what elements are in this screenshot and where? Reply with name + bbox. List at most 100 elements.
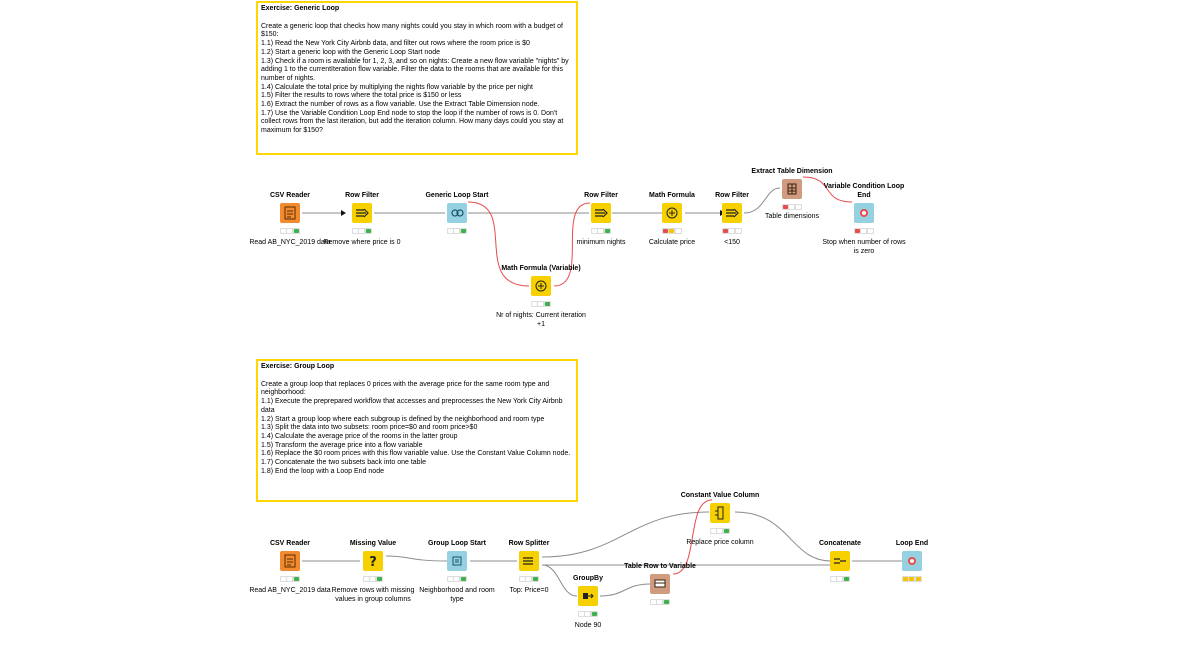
node-status-traffic-light bbox=[854, 228, 874, 234]
status-light bbox=[868, 229, 874, 233]
node-label[interactable]: Replace price column bbox=[686, 539, 754, 546]
status-light bbox=[454, 577, 460, 581]
node-label[interactable]: Top: Price=0 bbox=[509, 587, 549, 594]
loop-end-icon[interactable] bbox=[902, 551, 922, 571]
status-light bbox=[592, 612, 598, 616]
node-status-traffic-light bbox=[531, 301, 551, 307]
file-table-icon[interactable] bbox=[280, 203, 300, 223]
node-title: Table Row to Variable bbox=[624, 562, 696, 570]
node-status-traffic-light bbox=[830, 576, 850, 582]
status-light bbox=[280, 229, 286, 233]
node-status-traffic-light bbox=[578, 611, 598, 617]
annotation-line: 1.4) Calculate the total price by multip… bbox=[261, 83, 533, 91]
table-row-icon[interactable] bbox=[650, 574, 670, 594]
status-light bbox=[533, 577, 539, 581]
filter-icon[interactable] bbox=[722, 203, 742, 223]
status-light bbox=[598, 229, 604, 233]
connection-wire bbox=[599, 583, 651, 597]
table-dimension-icon[interactable] bbox=[782, 179, 802, 199]
status-light bbox=[909, 577, 915, 581]
filter-icon[interactable] bbox=[352, 203, 372, 223]
node-label[interactable]: Read AB_NYC_2019 data bbox=[249, 587, 331, 594]
workflow-canvas[interactable]: Exercise: Generic Loop Create a generic … bbox=[0, 0, 1200, 630]
node-label[interactable]: Remove rows with missing values in group… bbox=[331, 587, 415, 603]
node-title: Extract Table Dimension bbox=[751, 167, 833, 175]
status-light bbox=[796, 205, 802, 209]
annotation-line: 1.6) Extract the number of rows as a flo… bbox=[261, 101, 540, 109]
node-label[interactable]: Read AB_NYC_2019 data bbox=[249, 239, 331, 246]
group-loop-icon[interactable] bbox=[447, 551, 467, 571]
formula-icon[interactable] bbox=[531, 276, 551, 296]
node-loop-end[interactable]: Loop End bbox=[867, 496, 957, 616]
node-title: Group Loop Start bbox=[428, 539, 486, 547]
concatenate-icon[interactable] bbox=[830, 551, 850, 571]
annotation-line: 1.6) Replace the $0 room prices with thi… bbox=[261, 450, 571, 458]
annotation-group-loop[interactable]: Exercise: Group Loop Create a group loop… bbox=[256, 359, 578, 502]
node-status-traffic-light bbox=[710, 528, 730, 534]
status-light bbox=[844, 577, 850, 581]
question-icon[interactable]: ? bbox=[363, 551, 383, 571]
formula-icon[interactable] bbox=[662, 203, 682, 223]
status-light bbox=[454, 229, 460, 233]
node-generic-loop-start[interactable]: Generic Loop Start bbox=[412, 148, 502, 268]
node-title: Loop End bbox=[895, 539, 929, 547]
status-light bbox=[902, 577, 908, 581]
status-light bbox=[363, 577, 369, 581]
connection-wire bbox=[541, 564, 578, 597]
node-label[interactable]: Stop when number of rows is zero bbox=[822, 239, 906, 255]
constant-column-icon[interactable] bbox=[710, 503, 730, 523]
node-status-traffic-light bbox=[722, 228, 742, 234]
status-light bbox=[717, 529, 723, 533]
node-status-traffic-light bbox=[280, 228, 300, 234]
node-math-formula-variable[interactable]: Math Formula (Variable)Nr of nights: Cur… bbox=[496, 221, 586, 341]
groupby-icon[interactable] bbox=[578, 586, 598, 606]
node-label[interactable]: Node 90 bbox=[574, 622, 602, 629]
node-title: Constant Value Column bbox=[680, 491, 760, 499]
connection-wire bbox=[385, 555, 448, 562]
loop-end-icon[interactable] bbox=[854, 203, 874, 223]
annotation-line: Create a group loop that replaces 0 pric… bbox=[261, 380, 550, 397]
status-light bbox=[545, 302, 551, 306]
loop-icon[interactable] bbox=[447, 203, 467, 223]
filter-icon[interactable] bbox=[591, 203, 611, 223]
node-row-filter[interactable]: Row Filter<150 bbox=[687, 148, 777, 268]
status-light bbox=[729, 229, 735, 233]
node-label[interactable]: minimum nights bbox=[576, 239, 626, 246]
node-missing-value[interactable]: Missing Value? Remove rows with missing v… bbox=[328, 496, 418, 616]
node-label[interactable]: Nr of nights: Current iteration +1 bbox=[496, 312, 586, 328]
node-title: Row Splitter bbox=[508, 539, 550, 547]
splitter-icon[interactable] bbox=[519, 551, 539, 571]
node-label[interactable]: Table dimensions bbox=[764, 213, 820, 220]
status-light bbox=[370, 577, 376, 581]
node-table-row-to-variable[interactable]: Table Row to Variable bbox=[615, 519, 705, 639]
annotation-generic-loop[interactable]: Exercise: Generic Loop Create a generic … bbox=[256, 1, 578, 155]
status-light bbox=[294, 577, 300, 581]
status-light bbox=[669, 229, 675, 233]
status-light bbox=[722, 229, 728, 233]
node-label[interactable]: Remove where price is 0 bbox=[323, 239, 401, 246]
status-light bbox=[830, 577, 836, 581]
node-concatenate[interactable]: Concatenate bbox=[795, 496, 885, 616]
node-label[interactable]: Calculate price bbox=[648, 239, 696, 246]
file-table-icon[interactable] bbox=[280, 551, 300, 571]
connection-wire bbox=[541, 511, 710, 558]
node-status-traffic-light bbox=[447, 228, 467, 234]
node-title: Missing Value bbox=[349, 539, 397, 547]
node-title: Variable Condition Loop End bbox=[823, 183, 905, 199]
node-label[interactable]: <150 bbox=[724, 239, 740, 246]
status-light bbox=[461, 577, 467, 581]
status-light bbox=[294, 229, 300, 233]
node-label[interactable]: Neighborhood and room type bbox=[419, 587, 495, 603]
node-status-traffic-light bbox=[591, 228, 611, 234]
